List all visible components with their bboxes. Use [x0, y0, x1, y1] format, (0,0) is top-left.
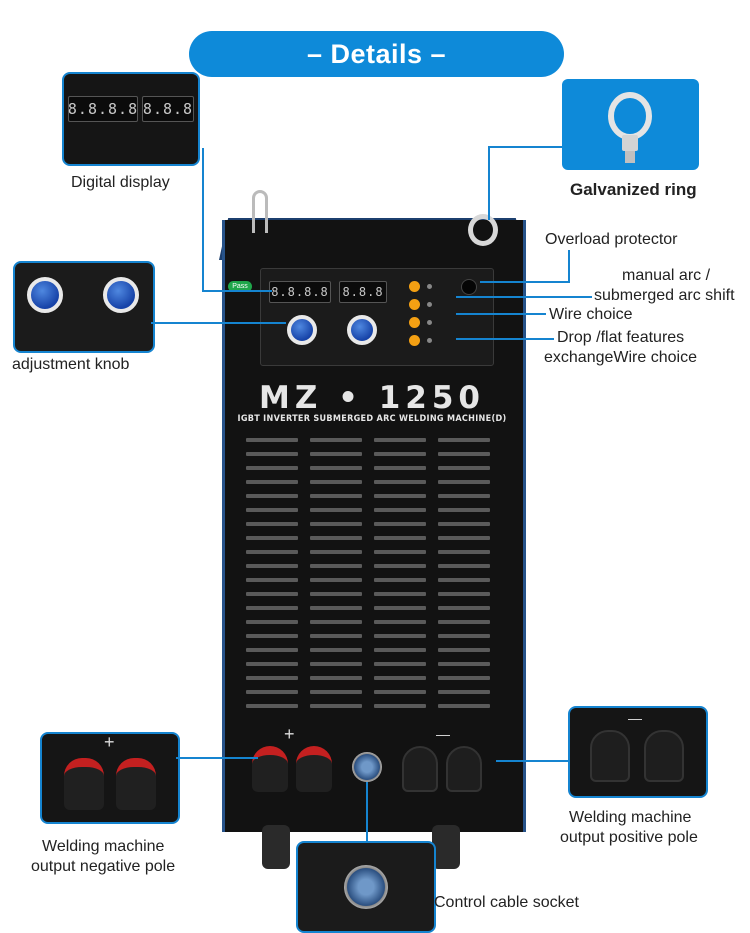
mode-button-1[interactable] — [409, 281, 420, 292]
line-control-cable — [366, 782, 368, 842]
drop-flat-label-2: exchangeWire choice — [544, 349, 697, 366]
inset-positive-terminal-2 — [644, 730, 684, 782]
positive-pole-inset: — — [568, 706, 708, 798]
manual-arc-label-1: manual arc / — [622, 267, 711, 284]
drop-flat-label-1: Drop /flat features — [557, 329, 685, 346]
negative-pole-label-1: Welding machine — [42, 838, 165, 855]
line-drop-flat — [456, 338, 554, 340]
vent-grille — [246, 438, 496, 716]
adjustment-knob-inset — [13, 261, 155, 353]
inset-positive-terminal-1 — [590, 730, 630, 782]
control-cable-inset — [296, 841, 436, 933]
line-ring-v — [488, 146, 490, 220]
panel-display-left: 8.8.8.8 — [269, 281, 331, 303]
inset-negative-terminal-1 — [64, 758, 104, 810]
manual-arc-label-2: submerged arc shift — [594, 287, 735, 304]
line-manual-arc — [456, 296, 592, 298]
inset-control-socket — [344, 865, 388, 909]
adjustment-knob-label: adjustment knob — [12, 356, 130, 373]
inset-plus-sign: + — [104, 732, 115, 752]
overload-protector-label: Overload protector — [545, 231, 678, 248]
negative-pole-inset: + — [40, 732, 180, 824]
positive-pole-label-1: Welding machine — [569, 809, 692, 826]
control-cable-label: Control cable socket — [434, 894, 579, 911]
line-negative-pole — [176, 757, 258, 759]
model-name: MZ • 1250 — [258, 380, 485, 416]
machine-minus-sign: — — [436, 726, 450, 742]
indicator-led-4 — [427, 338, 432, 343]
line-ring-h — [488, 146, 562, 148]
eye-bolt-icon — [608, 92, 652, 163]
galvanized-ring-inset — [562, 79, 699, 170]
inset-knob-right — [103, 277, 139, 313]
galvanized-ring-label: Galvanized ring — [570, 180, 697, 199]
inset-minus-sign: — — [628, 710, 642, 726]
wheel-right — [432, 825, 460, 869]
overload-protector-switch[interactable] — [461, 279, 477, 295]
line-overload-h — [480, 281, 570, 283]
mode-button-3[interactable] — [409, 317, 420, 328]
line-knob — [151, 322, 286, 324]
digital-display-label: Digital display — [71, 174, 170, 191]
machine-left-handle — [252, 190, 268, 233]
mode-button-2[interactable] — [409, 299, 420, 310]
negative-pole-label-2: output negative pole — [31, 858, 176, 875]
wire-choice-label: Wire choice — [549, 306, 633, 323]
positive-pole-label-2: output positive pole — [560, 829, 698, 846]
panel-display-right: 8.8.8 — [339, 281, 387, 303]
line-wire-choice — [456, 313, 546, 315]
details-banner: – Details – — [189, 31, 564, 77]
pass-tag: Pass — [228, 281, 252, 292]
mode-button-4[interactable] — [409, 335, 420, 346]
control-socket[interactable] — [352, 752, 382, 782]
current-knob[interactable] — [287, 315, 317, 345]
control-panel: 8.8.8.8 8.8.8 — [260, 268, 494, 366]
display-right: 8.8.8 — [142, 96, 194, 122]
inset-knob-left — [27, 277, 63, 313]
digital-display-inset: 8.8.8.8 8.8.8 — [62, 72, 200, 166]
model-subtitle: IGBT INVERTER SUBMERGED ARC WELDING MACH… — [237, 414, 507, 424]
speed-knob[interactable] — [347, 315, 377, 345]
machine-eye-ring — [468, 214, 498, 246]
positive-terminal-2[interactable] — [446, 746, 482, 792]
negative-terminal-2[interactable] — [296, 746, 332, 792]
line-display-v — [202, 148, 204, 292]
display-left: 8.8.8.8 — [68, 96, 138, 122]
inset-negative-terminal-2 — [116, 758, 156, 810]
machine-plus-sign: + — [284, 724, 295, 744]
wheel-left — [262, 825, 290, 869]
line-display-h — [202, 290, 272, 292]
indicator-led-3 — [427, 320, 432, 325]
indicator-led-1 — [427, 284, 432, 289]
line-positive-pole — [496, 760, 568, 762]
indicator-led-2 — [427, 302, 432, 307]
line-overload-v — [568, 250, 570, 282]
positive-terminal-1[interactable] — [402, 746, 438, 792]
negative-terminal-1[interactable] — [252, 746, 288, 792]
